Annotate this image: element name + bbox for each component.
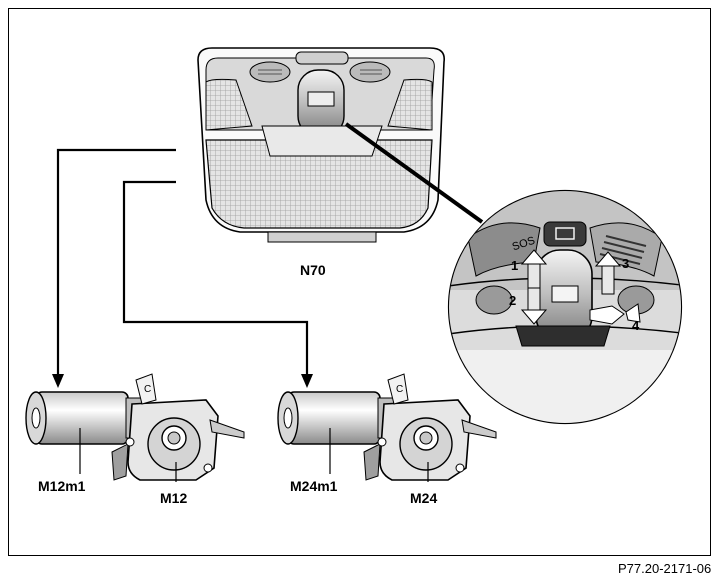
overhead-control-unit	[197, 47, 446, 243]
magnified-switch-detail	[447, 189, 683, 425]
label-m12m1: M12m1	[38, 478, 86, 494]
callout-2: 2	[509, 293, 517, 308]
svg-text:C: C	[396, 384, 403, 395]
wiring-lines	[52, 148, 313, 388]
label-n70: N70	[300, 262, 326, 278]
label-m12: M12	[160, 490, 188, 506]
callout-3: 3	[622, 256, 630, 271]
motor-m12-assembly: C	[25, 373, 245, 482]
figure-reference: P77.20-2171-06	[618, 561, 712, 576]
callout-1: 1	[511, 258, 519, 273]
arrow-1-up	[520, 249, 548, 293]
arrow-2-down	[520, 287, 548, 325]
callout-4: 4	[632, 318, 640, 333]
diagram-frame	[8, 8, 711, 556]
arrow-4-press	[589, 303, 641, 325]
svg-text:C: C	[144, 384, 151, 395]
motor-m24-assembly: C	[277, 373, 497, 482]
label-m24: M24	[410, 490, 438, 506]
label-m24m1: M24m1	[290, 478, 338, 494]
arrow-3-up	[594, 251, 622, 295]
